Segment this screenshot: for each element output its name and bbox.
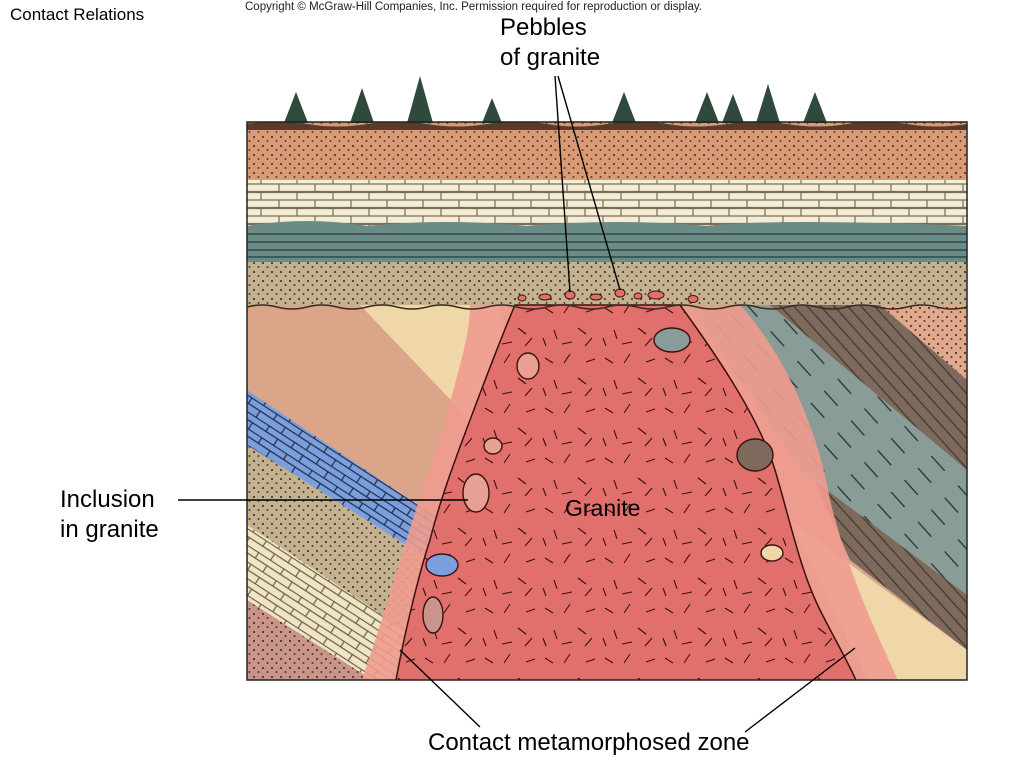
copyright-notice: Copyright © McGraw-Hill Companies, Inc. … [245,1,702,13]
granite-pebbles [517,288,699,303]
granite-label: Granite [565,495,640,521]
inclusion-label: Inclusion in granite [60,485,159,545]
pebbles-label-line2: of granite [500,44,601,71]
pebbles-label: Pebbles of granite [500,13,600,73]
blue-limestone-layer [247,390,440,560]
inclusion-label-line1: Inclusion [60,486,155,513]
ground-surface [247,121,967,130]
trees [284,76,827,123]
pebbles-label-line1: Pebbles [500,14,587,41]
inclusions [422,327,784,634]
limestone-layer [247,180,967,226]
inclusion-label-line2: in granite [60,516,159,543]
contact-zone-label: Contact metamorphosed zone [428,729,750,756]
leader-lines [178,75,856,733]
slide-title: Contact Relations [10,5,145,24]
